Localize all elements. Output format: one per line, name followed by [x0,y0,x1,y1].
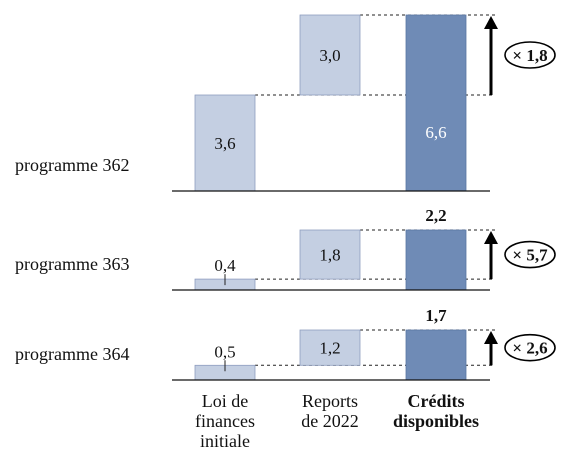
value-label-lfi: 0,4 [214,256,236,275]
bar-total [405,329,467,381]
category-label: Crédits [408,391,465,411]
value-label-total: 1,7 [425,306,447,325]
bar-reports [299,14,361,96]
growth-arrowhead [484,16,498,29]
bar-total [405,229,467,291]
category-label: finances [195,411,255,431]
category-label: Reports [302,391,358,411]
value-label-reports: 1,2 [319,339,340,358]
value-label-lfi: 0,5 [214,342,235,361]
panel-label: programme 363 [15,254,129,274]
growth-arrowhead [484,331,498,344]
multiplier-label: × 1,8 [512,46,547,65]
value-label-lfi: 3,6 [214,134,235,153]
value-label-reports: 3,0 [319,46,340,65]
category-label: initiale [200,431,250,451]
multiplier-oval [504,333,556,362]
multiplier-label: × 5,7 [512,246,548,265]
category-label: de 2022 [301,411,359,431]
category-label: disponibles [393,411,479,431]
bar-total [405,14,467,192]
growth-arrowhead [484,231,498,244]
multiplier-oval [504,240,556,269]
bar-reports [299,229,361,280]
bar-reports [299,329,361,366]
category-label: Loi de [202,391,249,411]
multiplier-oval [504,41,556,69]
panel-label: programme 362 [15,155,129,175]
panel-label: programme 364 [15,344,129,364]
value-label-total: 2,2 [425,206,446,225]
value-label-reports: 1,8 [319,246,340,265]
value-label-total: 6,6 [425,123,446,142]
multiplier-label: × 2,6 [512,339,547,358]
